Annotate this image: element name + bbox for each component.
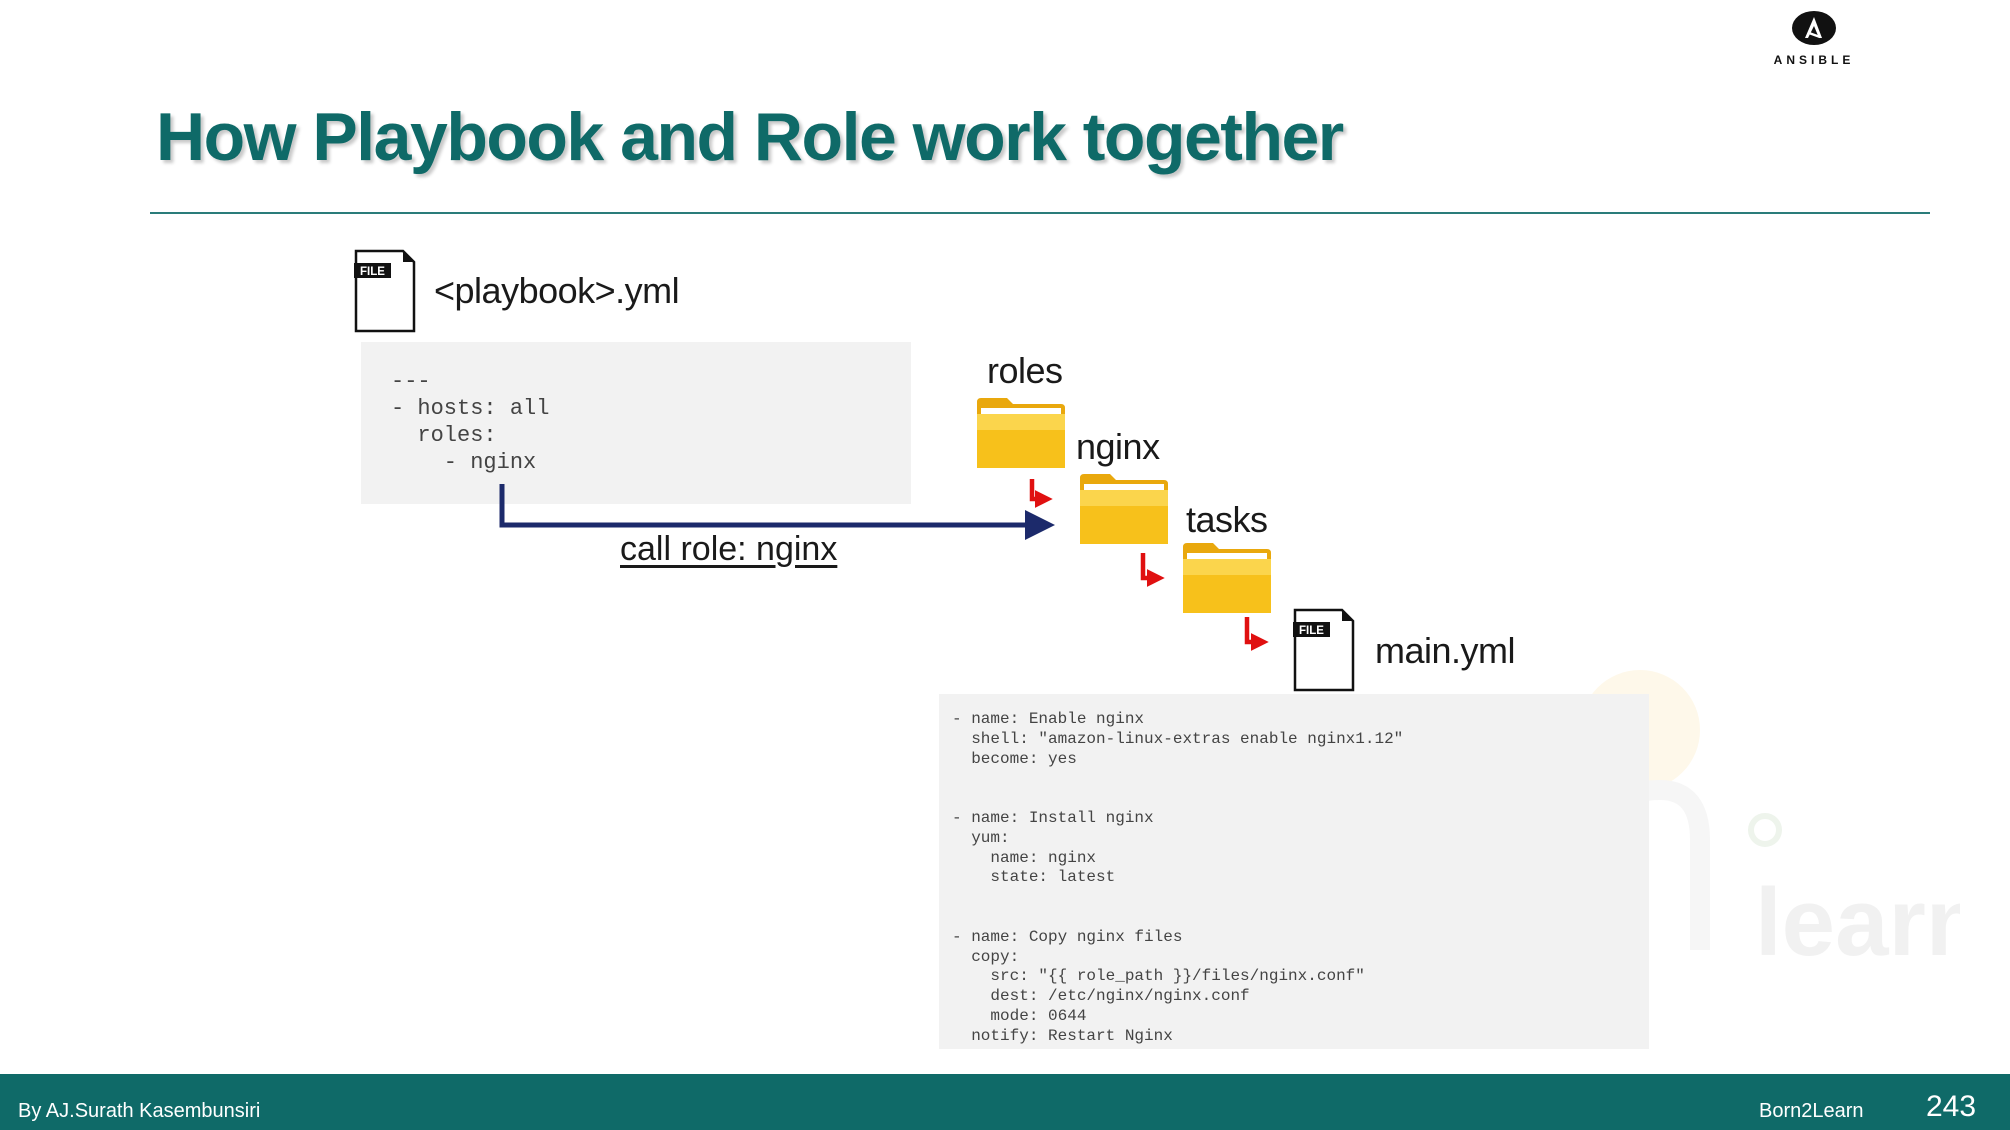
tasks-folder-icon [1183,543,1271,613]
roles-folder-label: roles [987,350,1063,391]
slide-title: How Playbook and Role work together [156,99,1344,175]
playbook-file-badge: FILE [360,266,385,278]
playbook-code: --- - hosts: all roles: - nginx [391,369,550,475]
footer-brand: Born2Learn [1759,1100,1864,1122]
roles-to-nginx-arrow [1029,479,1053,508]
playbook-code-box: --- - hosts: all roles: - nginx [361,342,911,504]
footer-bar [0,1074,2010,1130]
nginx-folder-icon [1080,474,1168,544]
call-role-arrow [499,484,1055,540]
ansible-logo: ANSIBLE [1762,10,1866,67]
svg-text:learn: learn [1755,869,1960,976]
playbook-file-icon: FILE [353,248,417,334]
page-number: 243 [1926,1090,1977,1123]
ansible-logo-word: ANSIBLE [1773,53,1855,67]
roles-folder-icon [977,398,1065,468]
main-yml-file-icon: FILE [1292,607,1356,693]
main-yml-file-badge: FILE [1299,625,1324,637]
playbook-filename: <playbook>.yml [434,270,680,311]
nginx-folder-label: nginx [1076,426,1160,467]
main-yml-code: - name: Enable nginx shell: "amazon-linu… [952,710,1404,1045]
tasks-folder-label: tasks [1186,499,1268,540]
footer-author: By AJ.Surath Kasembunsiri [18,1100,261,1122]
nginx-to-tasks-arrow [1140,553,1165,587]
main-yml-code-box: - name: Enable nginx shell: "amazon-linu… [939,694,1649,1049]
tasks-to-main-arrow [1244,617,1269,651]
main-yml-filename: main.yml [1375,630,1516,671]
call-role-label: call role: nginx [620,530,838,568]
title-divider [150,212,1930,214]
ansible-logo-icon [1792,11,1836,45]
